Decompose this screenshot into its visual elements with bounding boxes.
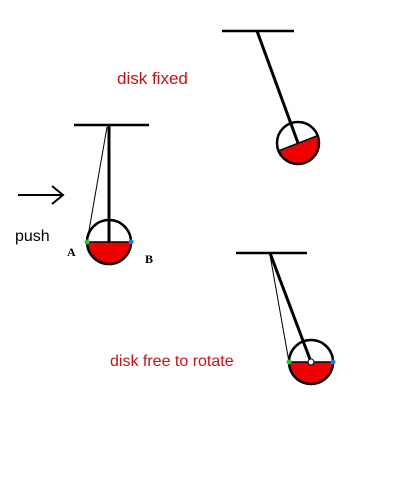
disk-half-red-free bbox=[289, 362, 333, 384]
pendulum-at-rest bbox=[74, 123, 149, 266]
disk-diameter-fixed bbox=[278, 134, 319, 152]
label-point-b: B bbox=[145, 252, 153, 266]
label-push: push bbox=[15, 228, 50, 245]
label-point-a: A bbox=[67, 245, 76, 259]
string-left bbox=[86, 126, 108, 243]
caption-disk-free: disk free to rotate bbox=[110, 353, 234, 370]
rod-bottom-right bbox=[268, 252, 313, 363]
point-b-marker-free bbox=[330, 359, 336, 365]
push-arrow-icon bbox=[18, 185, 65, 205]
point-a-marker-free bbox=[286, 359, 292, 365]
disk-half-red-fixed bbox=[279, 135, 320, 165]
caption-disk-fixed: disk fixed bbox=[117, 69, 188, 88]
disk-half-red-left bbox=[87, 242, 131, 264]
pendulum-disk-free bbox=[236, 251, 336, 386]
pendulum-disk-fixed bbox=[222, 29, 321, 166]
pivot-marker bbox=[307, 358, 315, 366]
point-a-marker bbox=[84, 239, 90, 245]
rod-top-right bbox=[255, 30, 300, 144]
string-bottom-right bbox=[269, 254, 290, 363]
point-b-marker bbox=[128, 239, 134, 245]
disk-fixed bbox=[275, 120, 321, 166]
